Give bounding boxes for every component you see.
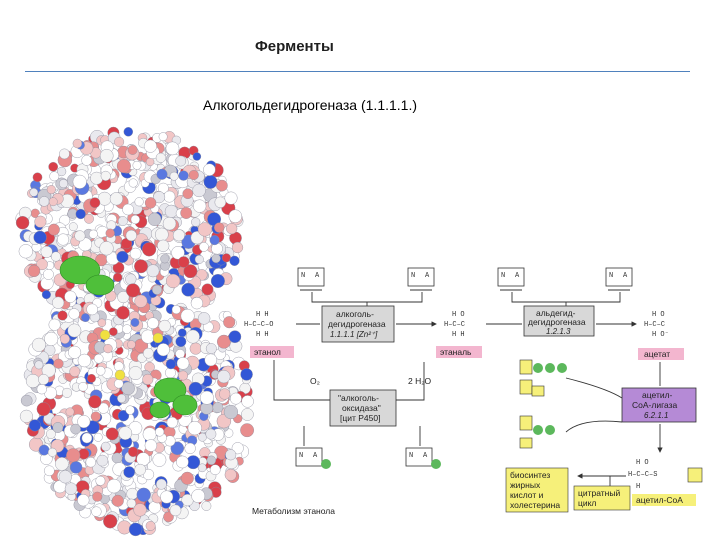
svg-text:A: A [423,452,428,460]
citrate-cycle-line: цитратный [578,488,620,498]
enzyme-ligase-line2: CoA-лигаза [632,400,678,410]
coa-piece [531,385,545,397]
coa-piece [519,437,533,449]
biosynthesis-line: кислот и [510,490,544,500]
phosphate-icon [533,425,543,435]
acetyl-coa-structure: H O H–C–C–S H [628,459,657,491]
citrate-cycle-box [573,485,631,511]
enzyme-box-oxidase [329,389,397,427]
svg-text:H H: H H [452,331,465,339]
ethanol-label-bg [250,346,294,358]
enzyme-adh-line1: алкоголь- [336,309,374,319]
ethanol-structure: H H H–C–C–O H H [244,311,273,339]
biosynthesis-line: жирных [510,480,541,490]
enzyme-ligase-line1: ацетил- [642,390,673,400]
svg-text:A: A [425,272,430,280]
svg-text:H O: H O [452,311,465,319]
acetate-structure: H O H–C–C H O⁻ [644,311,669,339]
coa-piece [519,415,533,431]
phosphate-icon [545,363,555,373]
svg-text:A: A [515,272,520,280]
page-subtitle: Алкогольдегидрогеназа (1.1.1.1.) [203,97,418,113]
ethanal-label-bg [436,346,482,358]
h2o-label: 2 H₂O [408,376,432,386]
enzyme-aldh-line2: дегидрогеназа [528,317,586,327]
enzyme-adh-line2: дегидрогеназа [328,319,386,329]
svg-text:N: N [301,272,305,280]
enzyme-oxidase-code: [цит P450] [340,413,380,423]
enzyme-box-aldh [523,305,595,337]
svg-text:H–C–C–S: H–C–C–S [628,471,657,479]
biosynthesis-line: холестерина [510,500,560,510]
acetate-label-bg [638,348,684,360]
ethanol-label: этанол [254,347,281,357]
ethanal-structure: H O H–C–C H H [444,311,465,339]
svg-text:A: A [313,452,318,460]
coa-piece [687,467,703,483]
phosphate-icon [533,363,543,373]
acetate-label: ацетат [644,349,670,359]
svg-text:A: A [623,272,628,280]
enzyme-oxidase-line2: оксидаза" [342,403,381,413]
svg-text:H–C–C: H–C–C [644,321,665,329]
svg-text:H H: H H [256,331,269,339]
enzyme-box-adh [321,305,395,343]
svg-text:H: H [636,483,640,491]
enzyme-box-ligase [621,387,697,423]
phosphate-icon [545,425,555,435]
diagram-caption: Метаболизм этанола [252,506,335,516]
svg-text:H O: H O [652,311,665,319]
citrate-cycle-line: цикл [578,498,596,508]
enzyme-aldh-line1: альдегид- [536,308,576,318]
svg-text:N: N [501,272,505,280]
phosphate-icon [557,363,567,373]
coa-piece [519,379,533,395]
acetyl-coa-label-bg [632,494,696,506]
svg-text:N: N [411,272,415,280]
svg-text:H O: H O [636,459,649,467]
biosynthesis-box [505,467,569,513]
svg-text:H O⁻: H O⁻ [652,331,669,339]
svg-text:N: N [299,452,303,460]
o2-label: O₂ [310,376,320,386]
enzyme-oxidase-line1: "алкоголь- [338,393,379,403]
svg-text:N: N [409,452,413,460]
svg-text:A: A [315,272,320,280]
enzyme-aldh-code: 1.2.1.3 [546,327,571,336]
biosynthesis-line: биосинтез [510,470,550,480]
svg-text:H–C–C: H–C–C [444,321,465,329]
ethanal-label: этаналь [440,347,472,357]
svg-text:H H: H H [256,311,269,319]
coa-piece [519,359,533,375]
page-title: Ферменты [255,38,334,55]
enzyme-adh-code: 1.1.1.1 [Zn²⁺] [330,330,378,339]
protein-structure-image [15,126,255,537]
svg-text:H–C–C–O: H–C–C–O [244,321,273,329]
title-divider [25,71,690,72]
svg-text:N: N [609,272,613,280]
acetyl-coa-label: ацетил-CoA [636,495,683,505]
enzyme-ligase-code: 6.2.1.1 [644,411,668,420]
